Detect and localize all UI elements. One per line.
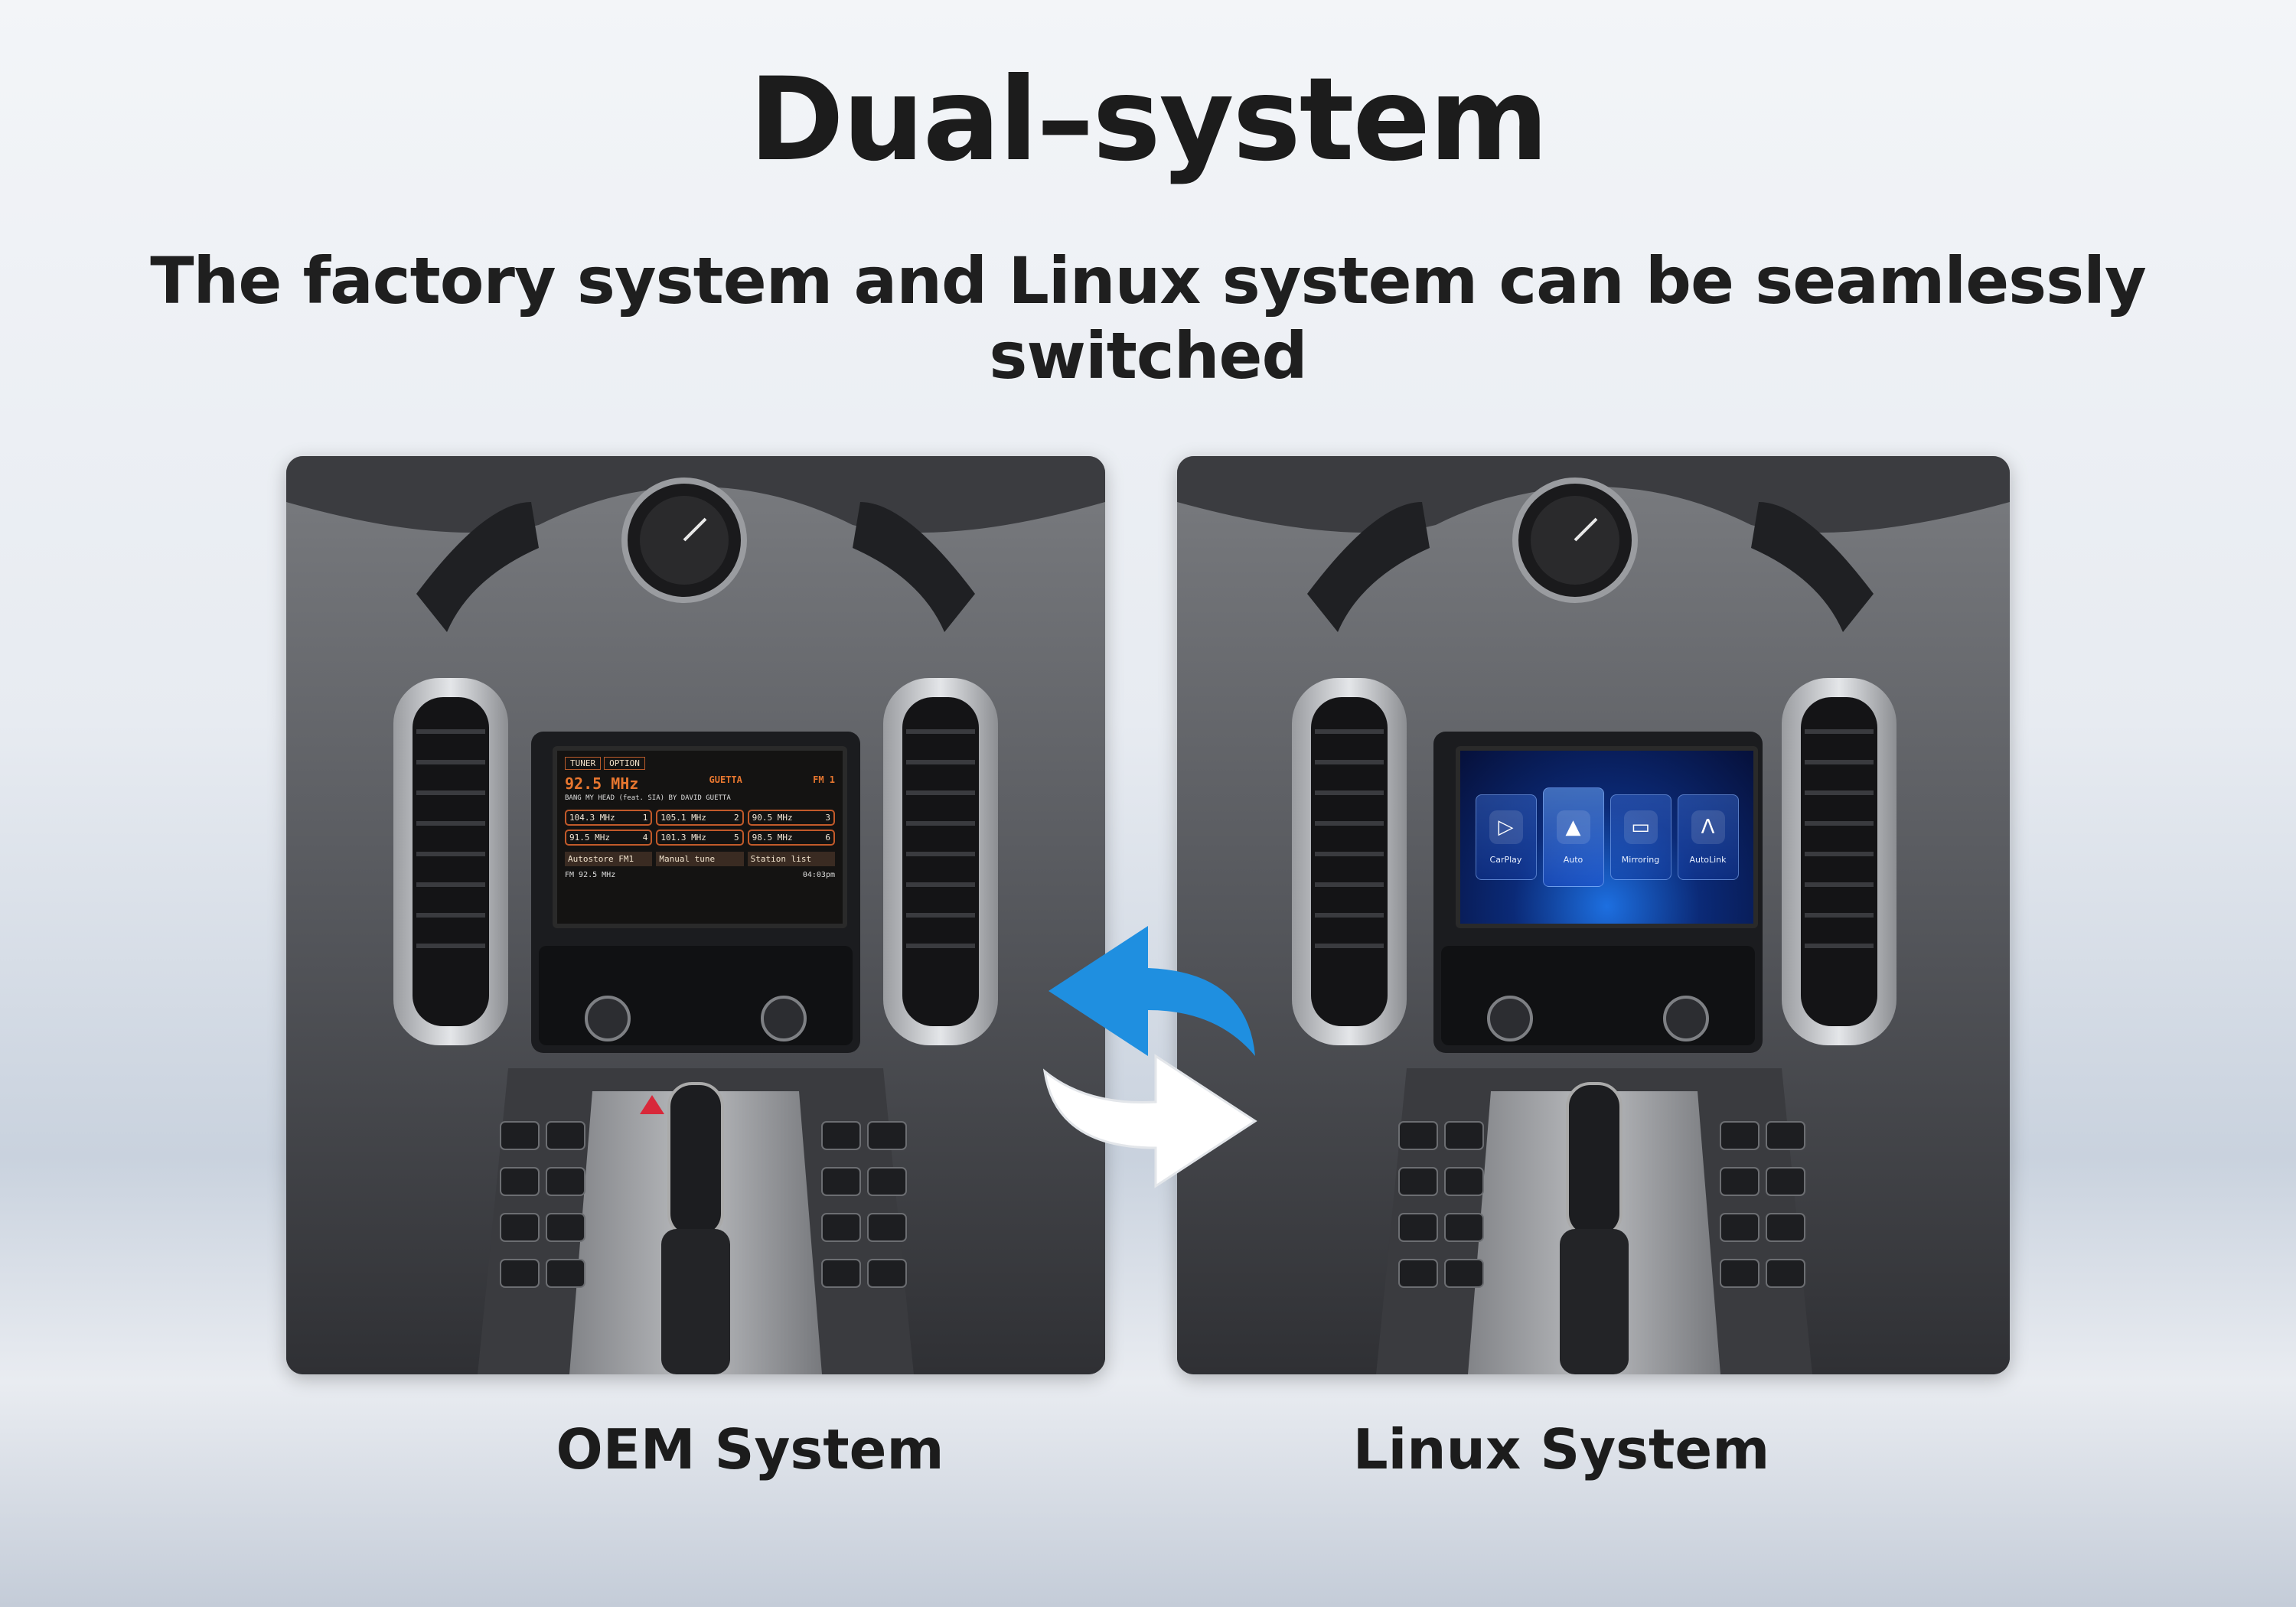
oem-station-list-button[interactable]: Station list (747, 852, 835, 866)
oem-preset-label: 104.3 MHz (569, 813, 615, 823)
linux-launcher-screen: ▷ CarPlay ▲ Auto ▭ Mirroring Λ AutoLink (1456, 746, 1758, 928)
switch-back-arrow-icon (1049, 926, 1255, 1056)
switch-arrows-icon (1042, 926, 1257, 1188)
oem-preset-number: 4 (642, 833, 648, 843)
oem-preset-grid: 104.3 MHz 1 105.1 MHz 2 90.5 MHz 3 91.5 MHz… (565, 810, 835, 846)
oem-preset-label: 90.5 MHz (752, 813, 793, 823)
oem-preset-label: 91.5 MHz (569, 833, 610, 843)
page-title: Dual–system (748, 54, 1548, 187)
oem-tab-tuner[interactable]: TUNER (565, 757, 602, 770)
oem-tab-option[interactable]: OPTION (604, 757, 645, 770)
oem-preset-button[interactable]: 101.3 MHz 5 (656, 830, 744, 846)
oem-frequency: 92.5 MHz (565, 774, 639, 793)
app-label: Auto (1563, 854, 1583, 865)
oem-preset-button[interactable]: 91.5 MHz 4 (565, 830, 653, 846)
autolink-icon: Λ (1691, 810, 1725, 844)
app-tile-auto[interactable]: ▲ Auto (1542, 787, 1604, 887)
oem-system-caption: OEM System (556, 1417, 944, 1482)
switch-forward-arrow-icon (1042, 1054, 1257, 1188)
oem-tab-bar: TUNER OPTION (565, 757, 835, 770)
oem-radio-screen: TUNER OPTION 92.5 MHz GUETTA FM 1 BANG M… (553, 746, 847, 928)
carplay-icon: ▷ (1489, 810, 1523, 844)
oem-preset-button[interactable]: 98.5 MHz 6 (747, 830, 835, 846)
oem-bottom-buttons: Autostore FM1 Manual tune Station list (565, 852, 835, 866)
app-tile-mirroring[interactable]: ▭ Mirroring (1609, 794, 1671, 880)
app-label: Mirroring (1621, 854, 1660, 865)
oem-preset-number: 3 (825, 813, 830, 823)
app-label: AutoLink (1689, 854, 1727, 865)
android-auto-icon: ▲ (1556, 810, 1590, 844)
oem-preset-button[interactable]: 90.5 MHz 3 (747, 810, 835, 826)
oem-frequency-row: 92.5 MHz GUETTA FM 1 (565, 774, 835, 793)
mirroring-icon: ▭ (1623, 810, 1658, 844)
oem-preset-number: 1 (642, 813, 648, 823)
oem-manual-tune-button[interactable]: Manual tune (656, 852, 744, 866)
linux-system-caption: Linux System (1352, 1417, 1770, 1482)
oem-preset-number: 5 (734, 833, 739, 843)
oem-status-bar: FM 92.5 MHz 04:03pm (565, 871, 835, 879)
oem-status-clock: 04:03pm (802, 871, 835, 879)
oem-preset-button[interactable]: 105.1 MHz 2 (656, 810, 744, 826)
oem-preset-label: 101.3 MHz (660, 833, 706, 843)
oem-station-name: GUETTA (709, 774, 742, 785)
oem-preset-number: 6 (825, 833, 830, 843)
oem-preset-button[interactable]: 104.3 MHz 1 (565, 810, 653, 826)
oem-song-info: BANG MY HEAD (feat. SIA) BY DAVID GUETTA (565, 794, 731, 802)
app-label: CarPlay (1489, 854, 1522, 865)
oem-preset-label: 105.1 MHz (660, 813, 706, 823)
page-subtitle: The factory system and Linux system can … (150, 243, 2146, 393)
app-tile-carplay[interactable]: ▷ CarPlay (1475, 794, 1537, 880)
oem-band: FM 1 (813, 774, 835, 785)
oem-preset-label: 98.5 MHz (752, 833, 793, 843)
oem-autostore-button[interactable]: Autostore FM1 (565, 852, 653, 866)
oem-status-frequency: FM 92.5 MHz (565, 871, 616, 879)
oem-preset-number: 2 (734, 813, 739, 823)
app-tile-autolink[interactable]: Λ AutoLink (1677, 794, 1739, 880)
